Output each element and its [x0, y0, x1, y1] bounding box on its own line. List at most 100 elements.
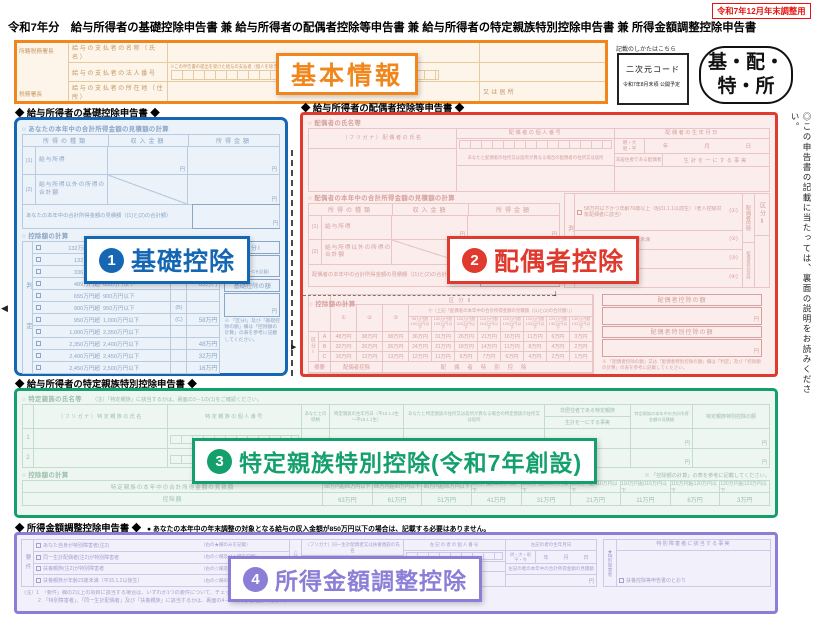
deduction-value: 63万円	[323, 493, 373, 505]
payer-labels: 給与の支払者の名称（氏名） 給与の支払者の法人番号 給与の支払者の所在地（住所）	[69, 43, 167, 101]
spouse-address-field[interactable]	[457, 166, 614, 191]
spouse-special-deduction-group: 配偶者特別控除	[746, 251, 752, 280]
range-from: 900万円超	[73, 305, 100, 312]
relative-names-title: ○ 特定親族の氏名等 （注）「特定親族」に該当するかは、裏面の3－1の(1)をご…	[22, 396, 263, 403]
other-income-cell[interactable]: 円	[271, 197, 277, 203]
checkbox[interactable]	[577, 209, 582, 215]
kubun2-label: 区分Ⅱ	[755, 194, 769, 236]
dependent-birthdate-row[interactable]: 明・大・昭平・令 年月日	[506, 551, 596, 564]
group-tag: (C)	[170, 314, 186, 325]
spouse-mynumber-label: 配偶者の個人番号	[457, 129, 614, 139]
requirement-column-label: 要件	[22, 540, 34, 586]
checkbox[interactable]	[36, 365, 41, 370]
relative-income-label: 特定親族の本年中の合計所得金額の見積額	[631, 405, 692, 429]
livelihood-fact-label: 生計を一にする事実	[683, 157, 749, 164]
spouse-deduction-amount-input[interactable]: 円	[602, 307, 762, 325]
right-arrow-marker: ▶	[291, 344, 297, 351]
income-adjust-header-note: ● あなたの本年中の年末調整の対象となる給与の収入金額が850万円以下の場合は、…	[147, 526, 491, 533]
nonresident-spouse-label: 非居住者である配偶者	[615, 154, 663, 166]
spouse-mynumber-boxes[interactable]	[459, 140, 612, 149]
col-income-type: 所得の種類	[23, 135, 109, 146]
relative-deduction-field-2[interactable]: 円	[761, 460, 767, 466]
judgement-row[interactable]: 950万円超 1,000万円以下 (C) 58万円	[33, 314, 220, 326]
your-info-area: 又は居所	[479, 43, 605, 101]
judgement-row[interactable]: 1,000万円超 2,350万円以下	[33, 326, 220, 338]
deduction-value: 41万円	[472, 493, 522, 505]
vertical-cut-line	[291, 150, 293, 376]
spouse-salary-revenue-cell[interactable]: 円	[392, 215, 468, 239]
requirement-row[interactable]: 扶養親族が年齢23歳未満（平15.1.2以後生） （右の☆欄のみを記載）	[34, 575, 289, 586]
relative-mynumber-label: 特定親族の個人番号	[168, 405, 301, 429]
judgement-row[interactable]: 2,350万円超 2,400万円以下 48万円	[33, 338, 220, 350]
judgement-row[interactable]: 2,450万円超 2,500万円以下 16万円	[33, 362, 219, 373]
relative-nonresident-header: 非居住者である特定親族 生計を一にする事実	[545, 405, 630, 429]
range-to: 2,450万円以下	[103, 353, 140, 360]
col-income: 所得金額	[215, 139, 252, 145]
special-disability-column-label: ★特別障害者	[604, 540, 617, 586]
form-type-badge: 基・配・ 特・所	[699, 46, 793, 104]
spouse-name-table: （フリガナ）配偶者の氏名 配偶者の個人番号 あなたと配偶者の住所又は居所が異なる…	[308, 128, 770, 192]
spouse-birthdate-row[interactable]: 明・大昭・平 年月日	[615, 139, 769, 154]
range-to: 950万円以下	[103, 305, 135, 312]
deduction-amount	[186, 302, 219, 313]
as-per-dependent-form-checkbox-row[interactable]: 扶養控除等申告書のとおり	[617, 575, 770, 586]
livelihood-fact-field[interactable]	[615, 167, 769, 191]
checkbox[interactable]	[619, 578, 624, 583]
relative-name-field-2[interactable]	[34, 449, 167, 468]
checkbox[interactable]	[36, 305, 41, 310]
checkbox[interactable]	[36, 542, 41, 548]
relative-name-field-1[interactable]	[34, 429, 167, 449]
requirement-row[interactable]: あなた自身が特別障害者(注2) （右の★欄のみを記載）	[34, 540, 289, 552]
spouse-deduction-matrix: 区分Ⅱ ① ② ③ ④（上記「配偶者の本年中の合計所得金額の見積額（(1)と(2…	[308, 294, 594, 374]
checkbox[interactable]	[36, 293, 41, 298]
total-income-cell[interactable]: 円	[192, 204, 280, 229]
relative-calc-note: ※ 「控除額の計算」の表を参考に記載してください。	[644, 473, 770, 479]
spouse-name-field[interactable]	[309, 149, 456, 191]
group-tag: (B)	[170, 302, 186, 313]
basic-deduction-amount-label: 基礎控除の額	[224, 279, 280, 292]
checkbox[interactable]	[36, 566, 41, 572]
deduction-amount	[186, 290, 219, 301]
checkbox[interactable]	[36, 578, 41, 584]
kubun2-input[interactable]	[755, 236, 769, 287]
howto-link-label: 記載のしかたはこちら	[616, 47, 677, 53]
disability-fact-field[interactable]	[617, 551, 770, 575]
group-tag	[170, 290, 186, 301]
matrix-col4-header: ④（上記「配偶者の本年中の合計所得金額の見積額（(1)と(2)の合計額）」）	[409, 305, 593, 317]
tax-office-top-label: 所轄税務署長	[19, 49, 54, 55]
spouse-salary-income-cell[interactable]: 円	[551, 231, 557, 238]
checkbox[interactable]	[36, 281, 41, 286]
basic-deduction-amount-input[interactable]: 円	[224, 293, 280, 317]
salary-revenue-cell[interactable]: 円	[108, 147, 188, 174]
specific-relative-header: ◆ 給与所得者の特定親族特別控除申告書 ◆	[15, 379, 197, 389]
your-name-field[interactable]	[480, 43, 605, 63]
other-income-label: 給与所得以外の所得の合計額	[36, 175, 108, 204]
checkbox[interactable]	[36, 554, 41, 560]
checkbox[interactable]	[36, 257, 41, 262]
your-address-field[interactable]	[480, 63, 605, 83]
checkbox[interactable]	[36, 269, 41, 274]
spouse-special-deduction-amount-input[interactable]: 円	[602, 339, 762, 357]
qr-code-placeholder: 二次元コード 令和7年8月末頃 公開予定	[617, 53, 689, 105]
dependent-income-field[interactable]: 円	[588, 579, 594, 585]
total-income-label: あなたの本年中の合計所得金額の見積額（(1)と(2)の合計額）	[23, 205, 193, 228]
spouse-judgement-row[interactable]: 58万円以下かつ年齢70歳以上（昭31.1.1以前生）〈老人控除対象配偶者に該当…	[575, 194, 742, 231]
basic-deduction-header: ◆ 給与所得者の基礎控除申告書 ◆	[15, 108, 160, 118]
relative-name-label: （フリガナ）特定親族の氏名	[34, 405, 167, 429]
checkbox[interactable]	[36, 341, 41, 346]
checkbox[interactable]	[36, 245, 41, 250]
spouse-amount-note: ※ 「配偶者控除の額」又は「配偶者特別控除の額」欄は「判定」及び「控除額の計算」…	[602, 359, 761, 370]
spouse-income-title: ○ 配偶者の本年中の合計所得金額の見積額の計算	[308, 195, 455, 202]
checkbox[interactable]	[36, 353, 41, 358]
checkbox[interactable]	[36, 329, 41, 334]
salary-income-cell[interactable]: 円	[271, 167, 277, 173]
checkbox[interactable]	[36, 317, 41, 322]
deduction-value: 6万円	[671, 493, 721, 505]
relative-deduction-field-1[interactable]: 円	[693, 429, 769, 449]
judgement-row[interactable]: 900万円超 950万円以下 (B)	[33, 302, 220, 314]
judgement-row[interactable]: 2,400万円超 2,450万円以下 32万円	[33, 350, 220, 362]
judgement-row[interactable]: 655万円超 900万円以下	[33, 290, 220, 302]
spouse-address-label: あなたと配偶者の住所又は居所が異なる場合の配偶者の住所又は居所	[457, 150, 614, 166]
